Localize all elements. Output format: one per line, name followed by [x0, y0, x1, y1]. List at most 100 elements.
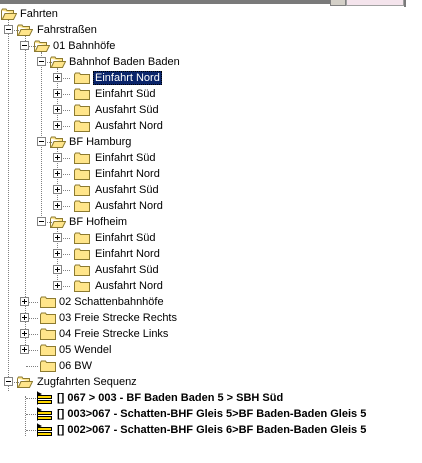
- tree-node-zugfahrten[interactable]: Zugfahrten Sequenz: [37, 376, 137, 388]
- tree-node-route[interactable]: Einfahrt Nord: [95, 248, 160, 260]
- folder-icon: [74, 200, 90, 212]
- tree-node-route[interactable]: Einfahrt Süd: [95, 152, 156, 164]
- tree-line: [58, 94, 70, 95]
- tree-line: [41, 52, 42, 220]
- folder-open-icon: [50, 56, 66, 68]
- tree-node-group[interactable]: 06 BW: [59, 360, 93, 372]
- folder-icon: [74, 152, 90, 164]
- expand-icon[interactable]: [53, 153, 62, 162]
- expand-icon[interactable]: [53, 169, 62, 178]
- tree-line: [9, 382, 21, 383]
- tree-node-route[interactable]: Ausfahrt Süd: [95, 264, 159, 276]
- folder-icon: [40, 360, 56, 372]
- expand-icon[interactable]: [53, 265, 62, 274]
- folder-icon: [40, 296, 56, 308]
- expand-icon[interactable]: [53, 233, 62, 242]
- tree-node-group[interactable]: 04 Freie Strecke Links: [59, 328, 169, 340]
- tree-node-route-selected[interactable]: Einfahrt Nord: [93, 71, 162, 85]
- tree-line: [58, 78, 70, 79]
- tree-node-route[interactable]: Einfahrt Süd: [95, 88, 156, 100]
- tree-line: [58, 254, 70, 255]
- sequence-icon: [36, 407, 53, 421]
- tree-node-group[interactable]: 05 Wendel: [59, 344, 112, 356]
- expand-icon[interactable]: [53, 89, 62, 98]
- expand-icon[interactable]: [53, 73, 62, 82]
- title-bar-remnant: [0, 0, 360, 4]
- expand-icon[interactable]: [53, 185, 62, 194]
- folder-icon: [74, 248, 90, 260]
- window-button-remnant-2[interactable]: [346, 0, 404, 6]
- expand-icon[interactable]: [53, 281, 62, 290]
- tree-view[interactable]: Fahrten Fahrstraßen 01 Bahnhöfe Bahnhof …: [0, 6, 422, 456]
- tree-line: [58, 238, 70, 239]
- tree-line: [42, 62, 54, 63]
- expand-icon[interactable]: [20, 329, 29, 338]
- tree-line: [25, 396, 26, 436]
- collapse-icon[interactable]: [37, 137, 46, 146]
- tree-node-station[interactable]: Bahnhof Baden Baden: [69, 56, 180, 68]
- collapse-icon[interactable]: [37, 217, 46, 226]
- folder-open-icon: [1, 8, 17, 20]
- folder-icon: [74, 264, 90, 276]
- sequence-item[interactable]: [] 002>067 - Schatten-BHF Gleis 6>BF Bad…: [57, 424, 367, 436]
- tree-node-fahrstrassen[interactable]: Fahrstraßen: [37, 24, 97, 36]
- sequence-icon: [36, 423, 53, 437]
- tree-node-route[interactable]: Ausfahrt Nord: [95, 120, 163, 132]
- tree-line: [42, 142, 54, 143]
- tree-node-route[interactable]: Ausfahrt Süd: [95, 104, 159, 116]
- tree-node-group[interactable]: 03 Freie Strecke Rechts: [59, 312, 177, 324]
- expand-icon[interactable]: [20, 297, 29, 306]
- tree-line: [25, 36, 26, 351]
- expand-icon[interactable]: [53, 201, 62, 210]
- sequence-item[interactable]: [] 003>067 - Schatten-BHF Gleis 5>BF Bad…: [57, 408, 367, 420]
- tree-line: [58, 126, 70, 127]
- expand-icon[interactable]: [53, 105, 62, 114]
- sequence-icon: [36, 391, 53, 405]
- tree-line: [58, 174, 70, 175]
- tree-line: [58, 206, 70, 207]
- tree-line: [9, 30, 21, 31]
- tree-line: [58, 110, 70, 111]
- expand-icon[interactable]: [20, 345, 29, 354]
- tree-node-fahrten[interactable]: Fahrten: [20, 8, 58, 20]
- collapse-icon[interactable]: [37, 57, 46, 66]
- folder-open-icon: [50, 216, 66, 228]
- tree-line: [58, 158, 70, 159]
- expand-icon[interactable]: [20, 313, 29, 322]
- tree-line: [26, 318, 38, 319]
- window-top-edge: [0, 0, 422, 7]
- collapse-icon[interactable]: [4, 25, 13, 34]
- tree-line: [26, 398, 36, 399]
- folder-icon: [74, 88, 90, 100]
- expand-icon[interactable]: [53, 249, 62, 258]
- folder-icon: [74, 104, 90, 116]
- folder-icon: [74, 232, 90, 244]
- sequence-item[interactable]: [] 067 > 003 - BF Baden Baden 5 > SBH Sü…: [57, 392, 284, 404]
- folder-open-icon: [17, 376, 33, 388]
- tree-node-bahnhoefe[interactable]: 01 Bahnhöfe: [53, 40, 116, 52]
- tree-node-route[interactable]: Einfahrt Süd: [95, 232, 156, 244]
- tree-node-route[interactable]: Ausfahrt Nord: [95, 280, 163, 292]
- tree-node-route[interactable]: Ausfahrt Nord: [95, 200, 163, 212]
- folder-icon: [74, 184, 90, 196]
- tree-line: [26, 414, 36, 415]
- tree-node-station[interactable]: BF Hamburg: [69, 136, 132, 148]
- folder-icon: [40, 344, 56, 356]
- tree-node-group[interactable]: 02 Schattenbahnhöfe: [59, 296, 164, 308]
- tree-line: [26, 46, 38, 47]
- tree-line: [26, 430, 36, 431]
- collapse-icon[interactable]: [20, 41, 29, 50]
- folder-icon: [74, 280, 90, 292]
- tree-node-route[interactable]: Ausfahrt Süd: [95, 184, 159, 196]
- folder-icon: [40, 312, 56, 324]
- tree-line: [26, 366, 38, 367]
- expand-icon[interactable]: [53, 121, 62, 130]
- folder-icon: [40, 328, 56, 340]
- folder-icon: [74, 72, 90, 84]
- tree-node-route[interactable]: Einfahrt Nord: [95, 168, 160, 180]
- collapse-icon[interactable]: [4, 377, 13, 386]
- folder-icon: [74, 120, 90, 132]
- tree-line: [42, 222, 54, 223]
- tree-node-station[interactable]: BF Hofheim: [69, 216, 128, 228]
- window-button-remnant[interactable]: [330, 0, 346, 6]
